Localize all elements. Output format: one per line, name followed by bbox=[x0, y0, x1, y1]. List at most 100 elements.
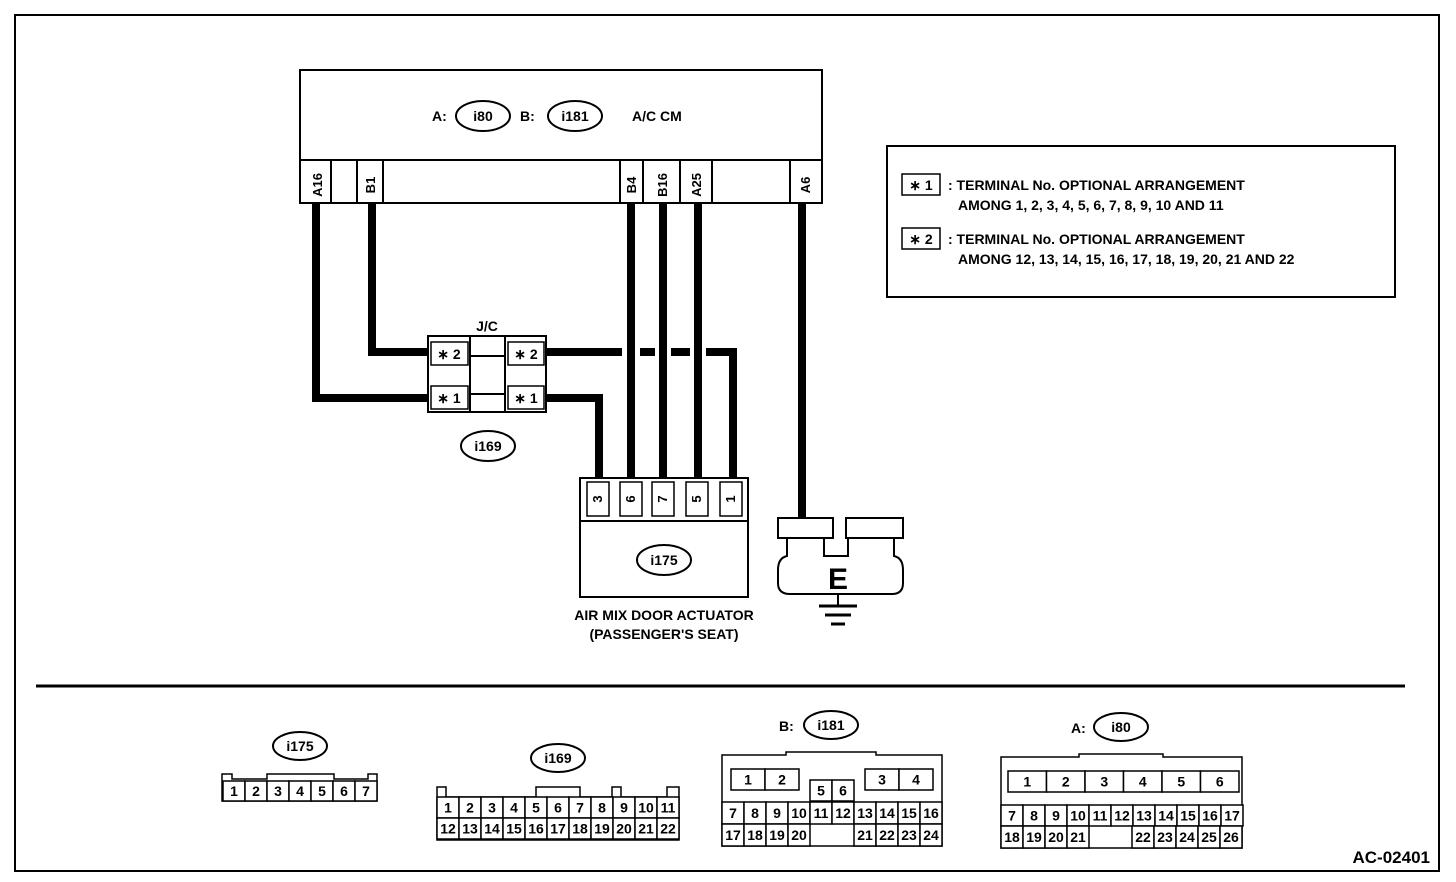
i181-pin-4-cell bbox=[898, 768, 934, 791]
i181-pin-16: 16 bbox=[923, 805, 939, 821]
ecu-pin-b1: B1 bbox=[363, 177, 378, 194]
i80-pin-5: 5 bbox=[1177, 774, 1185, 790]
actuator-conn-badge bbox=[636, 544, 692, 576]
i169-pin-7: 7 bbox=[576, 800, 584, 816]
legend-star1-sub: AMONG 1, 2, 3, 4, 5, 6, 7, 8, 9, 10 AND … bbox=[958, 197, 1224, 213]
i169-pin-5: 5 bbox=[532, 800, 540, 816]
i169-pin-22: 22 bbox=[660, 821, 676, 837]
legend-star1-mark: ∗ 1 bbox=[909, 177, 933, 193]
i169-pin-11: 11 bbox=[661, 800, 676, 816]
i181-pin-15: 15 bbox=[901, 805, 917, 821]
i181-pin-9: 9 bbox=[773, 805, 781, 821]
i80-pin-4: 4 bbox=[1139, 774, 1147, 790]
i175-pin-3: 3 bbox=[274, 783, 282, 799]
ecu-pin-a16: A16 bbox=[310, 173, 325, 197]
i169-pin-14: 14 bbox=[484, 821, 500, 837]
i80-pin-14: 14 bbox=[1158, 808, 1174, 824]
i80-pin-12: 12 bbox=[1114, 808, 1130, 824]
actuator-conn: i175 bbox=[650, 552, 677, 568]
actuator-name-line2: (PASSENGER'S SEAT) bbox=[589, 626, 738, 642]
i181-pin-1: 1 bbox=[744, 772, 752, 788]
i169-pin-10: 10 bbox=[638, 800, 654, 816]
i80-pin-25: 25 bbox=[1201, 829, 1217, 845]
i169-pin-15: 15 bbox=[506, 821, 522, 837]
i181-pin-6: 6 bbox=[839, 783, 847, 799]
i80-pin-10: 10 bbox=[1070, 808, 1086, 824]
jc-left-terminal-1: ∗ 1 bbox=[437, 390, 461, 406]
i181-pin-10: 10 bbox=[791, 805, 807, 821]
i175-pin-7-cell bbox=[354, 780, 378, 802]
i80-pin-11: 11 bbox=[1093, 808, 1108, 824]
i181-pin-17: 17 bbox=[725, 827, 741, 843]
i80-pin-13: 13 bbox=[1136, 808, 1152, 824]
wire-b1 bbox=[368, 203, 432, 356]
i80-pin-2: 2 bbox=[1062, 774, 1070, 790]
legend-star2-box bbox=[901, 227, 941, 250]
conn-i80-prefix: A: bbox=[1071, 720, 1086, 736]
jc-conn-badge bbox=[460, 430, 516, 462]
jc-left-terminal-2: ∗ 2 bbox=[437, 346, 461, 362]
i80-pin-7: 7 bbox=[1008, 808, 1016, 824]
i181-pin-18: 18 bbox=[747, 827, 763, 843]
actuator-pin-1: 1 bbox=[723, 495, 738, 502]
i80-pin-1: 1 bbox=[1023, 774, 1031, 790]
i169-pin-1: 1 bbox=[444, 800, 452, 816]
ecu-pin-a25: A25 bbox=[689, 173, 704, 197]
i169-pin-20: 20 bbox=[616, 821, 632, 837]
i181-pin-24: 24 bbox=[923, 827, 939, 843]
legend-frame bbox=[886, 145, 1396, 298]
conn-i181-label: i181 bbox=[817, 717, 844, 733]
legend-star2-text: : TERMINAL No. OPTIONAL ARRANGEMENT bbox=[948, 231, 1245, 247]
i169-pin-12: 12 bbox=[440, 821, 456, 837]
i80-pin-23: 23 bbox=[1157, 829, 1173, 845]
i169-pin-6: 6 bbox=[554, 800, 562, 816]
actuator-pin-3: 3 bbox=[590, 495, 605, 502]
i181-pin-2: 2 bbox=[778, 772, 786, 788]
wire-jc2-to-pin1 bbox=[706, 348, 737, 483]
i80-pin-9: 9 bbox=[1052, 808, 1060, 824]
i181-pin-6-cell bbox=[831, 779, 855, 802]
legend-star1-text: : TERMINAL No. OPTIONAL ARRANGEMENT bbox=[948, 177, 1245, 193]
i169-pin-18: 18 bbox=[572, 821, 588, 837]
i169-pin-19: 19 bbox=[594, 821, 610, 837]
i181-pin-4: 4 bbox=[912, 772, 920, 788]
i80-pin-16: 16 bbox=[1202, 808, 1218, 824]
i181-pin-7: 7 bbox=[729, 805, 737, 821]
i80-pin-8: 8 bbox=[1030, 808, 1038, 824]
ecu-name: A/C CM bbox=[632, 108, 682, 124]
ecu-conn-a: i80 bbox=[473, 108, 493, 124]
ecu-prefix-a: A: bbox=[432, 108, 447, 124]
i181-pin-20-cell bbox=[787, 823, 811, 847]
actuator-pin-7: 7 bbox=[655, 495, 670, 502]
i181-pin-20: 20 bbox=[791, 827, 807, 843]
ecu-pin-b4: B4 bbox=[624, 176, 639, 193]
ground-label: E bbox=[828, 563, 848, 596]
i80-pin-26-cell bbox=[1219, 825, 1243, 849]
actuator-pin-6: 6 bbox=[623, 495, 638, 502]
i169-pin-22-cell bbox=[656, 817, 680, 840]
i181-pin-11: 11 bbox=[814, 805, 829, 821]
i181-pin-23: 23 bbox=[901, 827, 917, 843]
outer-frame bbox=[14, 14, 1440, 872]
i169-pin-17: 17 bbox=[550, 821, 566, 837]
i181-pin-3: 3 bbox=[878, 772, 886, 788]
i175-pin-7: 7 bbox=[362, 783, 370, 799]
ac-control-module: A: i80 B: i181 A/C CM A16 B1 B4 B16 A25 … bbox=[299, 69, 823, 204]
i169-pin-2: 2 bbox=[466, 800, 474, 816]
i175-pin-5: 5 bbox=[318, 783, 326, 799]
conn-i175-label: i175 bbox=[286, 738, 313, 754]
legend-star2-mark: ∗ 2 bbox=[909, 231, 933, 247]
jc-right-terminal-1: ∗ 1 bbox=[514, 390, 538, 406]
air-mix-door-actuator: 3 6 7 5 1 i175 AIR MIX DOOR ACTUATOR (PA… bbox=[574, 477, 754, 642]
jc-right-terminal-2: ∗ 2 bbox=[514, 346, 538, 362]
